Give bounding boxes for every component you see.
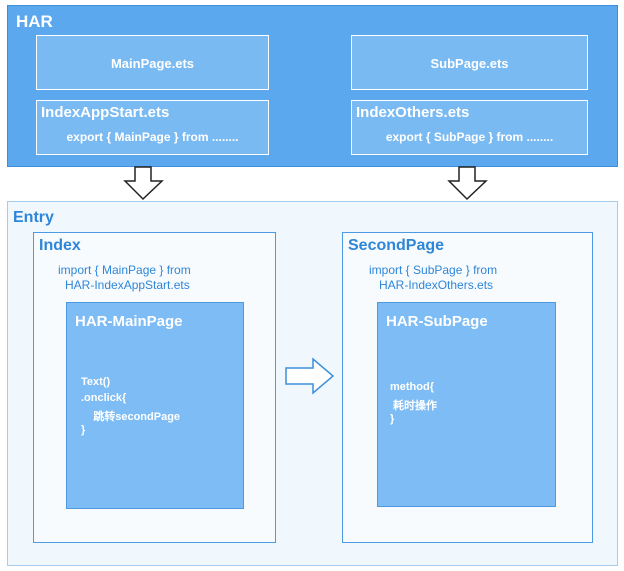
subpage-code-line: 耗时操作 (390, 400, 438, 412)
index-others-export: export { SubPage } from ........ (385, 130, 554, 144)
right-arrow (285, 357, 335, 395)
down-arrow-left (123, 166, 164, 201)
index-app-start-export: export { MainPage } from ........ (66, 130, 239, 144)
har-index-others: IndexOthers.ets export { SubPage } from … (351, 100, 588, 155)
subpage-code-line: method{ (390, 381, 434, 393)
har-subpage-card: HAR-SubPage method{ 耗时操作 } (377, 302, 556, 507)
har-mainpage-card: HAR-MainPage Text() .onclick{ 跳转secondPa… (66, 302, 244, 509)
subpage-code-line: } (390, 413, 395, 425)
index-page-title: Index (39, 237, 81, 254)
second-page-title: SecondPage (348, 237, 445, 254)
mainpage-code-line: Text() (81, 376, 111, 388)
har-mainpage-file-label: MainPage.ets (110, 56, 195, 71)
index-import-line2: HAR-IndexAppStart.ets (65, 278, 190, 292)
index-import-line1: import { MainPage } from (58, 263, 191, 277)
har-title: HAR (16, 12, 53, 31)
index-app-start-title: IndexAppStart.ets (41, 104, 170, 121)
mainpage-code-line: } (81, 424, 86, 436)
index-others-title: IndexOthers.ets (356, 104, 470, 121)
har-subpage-file: SubPage.ets (351, 35, 588, 90)
entry-title: Entry (13, 209, 54, 226)
second-import-line1: import { SubPage } from (369, 263, 498, 277)
second-import-line2: HAR-IndexOthers.ets (379, 278, 494, 292)
har-mainpage-file: MainPage.ets (36, 35, 269, 90)
mainpage-code-line: 跳转secondPage (81, 411, 181, 423)
har-subpage-file-label: SubPage.ets (430, 56, 509, 71)
har-index-app-start: IndexAppStart.ets export { MainPage } fr… (36, 100, 269, 155)
down-arrow-right (447, 166, 488, 201)
mainpage-code-line: .onclick{ (81, 392, 127, 404)
har-mainpage-card-title: HAR-MainPage (75, 313, 183, 330)
har-subpage-card-title: HAR-SubPage (386, 313, 488, 330)
